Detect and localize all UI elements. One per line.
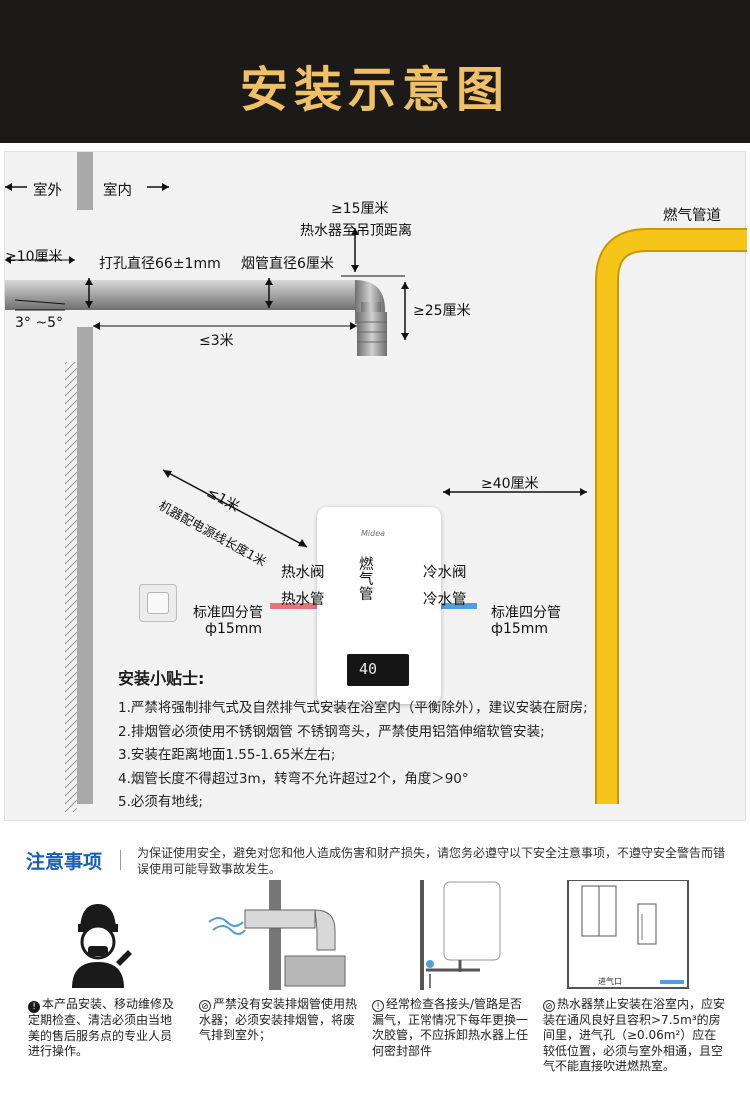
socket-icon	[147, 592, 169, 614]
notice-card-1: !本产品安装、移动维修及定期检查、清洁必须由当地美的售后服务点的专业人员进行操作…	[28, 997, 178, 1060]
tip-item: 3.安装在距离地面1.55-1.65米左右;	[118, 747, 336, 763]
flue-riser	[357, 312, 387, 356]
power-outlet	[139, 584, 177, 622]
std-pipe-right: 标准四分管	[491, 605, 561, 621]
std-pipe-left-size: ф15mm	[205, 621, 263, 637]
vent-label: 进气口	[598, 976, 622, 986]
heater-display: 40	[347, 654, 409, 686]
ceiling-distance-value: ≥15厘米	[331, 201, 389, 217]
heater-display-value: 40	[359, 660, 378, 678]
hot-valve-label: 热水阀	[281, 565, 325, 581]
notice-title: 注意事项	[26, 851, 103, 873]
hot-pipe-label: 热水管	[281, 592, 325, 608]
gas-pipe	[597, 230, 747, 804]
flue-install-icon	[208, 880, 346, 990]
prohibit-icon: ⊘	[543, 1000, 555, 1012]
pipe-check-icon	[420, 880, 501, 990]
gas-pipe-outline	[595, 228, 747, 804]
tip-item: 1.严禁将强制排气式及自然排气式安装在浴室内（平衡除外），建议安装在厨房;	[118, 700, 588, 716]
indoor-label: 室内	[103, 183, 132, 199]
flue-pipe	[5, 280, 355, 310]
std-pipe-left: 标准四分管	[193, 605, 263, 621]
ventilation-room-icon: 进气口	[567, 880, 689, 989]
gas-tube-label: 燃气管	[359, 557, 374, 603]
gas-distance: ≥40厘米	[481, 476, 539, 492]
gas-pipe-label: 燃气管道	[663, 208, 721, 224]
diagram-drawing	[5, 152, 747, 812]
notice-card-text: 本产品安装、移动维修及定期检查、清洁必须由当地美的售后服务点的专业人员进行操作。	[28, 997, 175, 1058]
flue-diameter: 烟管直径6厘米	[241, 256, 334, 272]
water-heater: Midea 40	[317, 507, 441, 704]
tip-item: 5.必须有地线;	[118, 794, 203, 810]
slope-angle: 3° ~5°	[15, 315, 63, 331]
tip-item: 4.烟管长度不得超过3m，转弯不允许超过2个，角度＞90°	[118, 770, 469, 787]
ceiling-distance-desc: 热水器至吊顶距离	[300, 223, 412, 239]
wall-hatch	[65, 362, 77, 812]
page-title: 安装示意图	[239, 62, 510, 118]
heater-brand: Midea	[361, 529, 386, 538]
tip-item: 2.排烟管必须使用不锈钢烟管 不锈钢弯头，严禁使用铝箔伸缩软管安装;	[118, 723, 545, 740]
wall-protrusion: ≥10厘米	[5, 249, 63, 265]
notice-card-text: 严禁没有安装排烟管使用热水器；必须安装排烟管，将废气排到室外；	[199, 997, 358, 1042]
notice-card-text: 经常检查各接头/管路是否漏气，正常情况下每年更换一次胶管，不应拆卸热水器上任何密…	[372, 997, 529, 1058]
std-pipe-right-size: ф15mm	[491, 621, 549, 637]
prohibit-icon: ⊘	[199, 1000, 211, 1012]
hole-diameter: 打孔直径66±1mm	[99, 256, 221, 272]
technician-icon	[72, 904, 132, 988]
notice-card-3: !经常检查各接头/管路是否漏气，正常情况下每年更换一次胶管，不应拆卸热水器上任何…	[372, 997, 532, 1059]
notice-card-2: ⊘严禁没有安装排烟管使用热水器；必须安装排烟管，将废气排到室外；	[199, 997, 359, 1044]
warning-icon: !	[28, 1001, 40, 1013]
notice-card-text: 热水器禁止安装在浴室内，应安装在通风良好且容积>7.5m³的房间里，进气孔（≥0…	[543, 997, 726, 1073]
installation-diagram: Midea 40 室外 室内 ≥15厘米 热水器至吊顶距离 燃气管道 ≥10厘米…	[4, 151, 747, 821]
tips-title: 安装小贴士:	[118, 669, 205, 688]
notice-text: 为保证使用安全，避免对您和他人造成伤害和财产损失，请您务必遵守以下安全注意事项，…	[137, 846, 726, 876]
flue-length: ≤3米	[199, 333, 234, 349]
wall-top	[77, 152, 93, 210]
caution-icon: !	[372, 1000, 384, 1012]
wall	[77, 327, 93, 804]
notice-divider	[120, 850, 121, 870]
outdoor-label: 室外	[33, 183, 62, 199]
notice-card-4: ⊘热水器禁止安装在浴室内，应安装在通风良好且容积>7.5m³的房间里，进气孔（≥…	[543, 997, 725, 1075]
cold-pipe-label: 冷水管	[423, 592, 467, 608]
header-banner: 安装示意图	[0, 0, 750, 143]
installation-tips: 安装小贴士: 1.严禁将强制排气式及自然排气式安装在浴室内（平衡除外），建议安装…	[118, 665, 588, 815]
cold-valve-label: 冷水阀	[423, 565, 467, 581]
elbow-height: ≥25厘米	[413, 303, 471, 319]
